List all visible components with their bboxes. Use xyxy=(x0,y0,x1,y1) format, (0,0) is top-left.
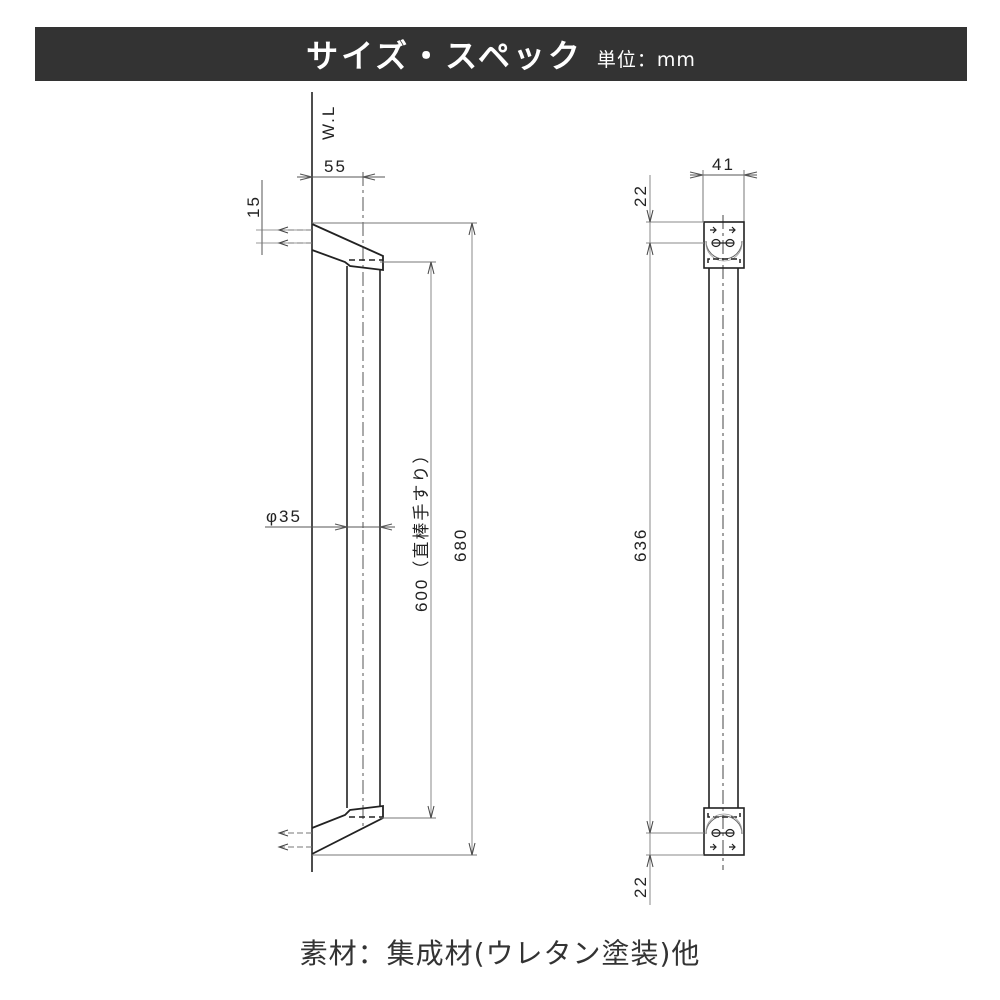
side-view: W.L 55 15 xyxy=(244,92,477,872)
bracket-offset-dimension: 15 xyxy=(244,180,312,255)
grip-length-dimension: 600（直棒手すり） xyxy=(380,261,436,819)
header-bar: サイズ・スペック 単位：mm xyxy=(35,27,967,81)
front-view: 41 xyxy=(631,155,758,905)
grab-bar-front xyxy=(708,268,739,808)
bottom-bracket-front xyxy=(703,807,745,856)
top-offset-label: 22 xyxy=(631,184,650,207)
bracket-offset-label: 15 xyxy=(244,195,263,218)
projection-dimension: 55 xyxy=(297,157,385,528)
wall-label: W.L xyxy=(319,105,338,140)
grip-length-label: 600（直棒手すり） xyxy=(412,445,431,612)
diameter-label: φ35 xyxy=(266,507,302,526)
top-bracket xyxy=(311,223,384,272)
projection-label: 55 xyxy=(324,157,347,176)
bottom-offset-label: 22 xyxy=(631,875,650,898)
grab-bar-side xyxy=(346,266,381,830)
overall-length-label: 680 xyxy=(451,528,470,562)
header-unit: 単位：mm xyxy=(596,48,696,71)
mount-pitch-label: 636 xyxy=(631,528,650,562)
width-dimension: 41 xyxy=(689,155,758,222)
material-note: 素材：集成材(ウレタン塗装)他 xyxy=(299,937,701,970)
mount-pitch-dimension: 22 636 22 xyxy=(631,175,704,905)
header-title: サイズ・スペック xyxy=(306,37,583,75)
bottom-bracket xyxy=(277,804,384,855)
width-label: 41 xyxy=(712,155,735,174)
diameter-dimension: φ35 xyxy=(265,507,395,531)
overall-length-dimension: 680 xyxy=(312,222,477,856)
top-bracket-front xyxy=(703,221,745,269)
